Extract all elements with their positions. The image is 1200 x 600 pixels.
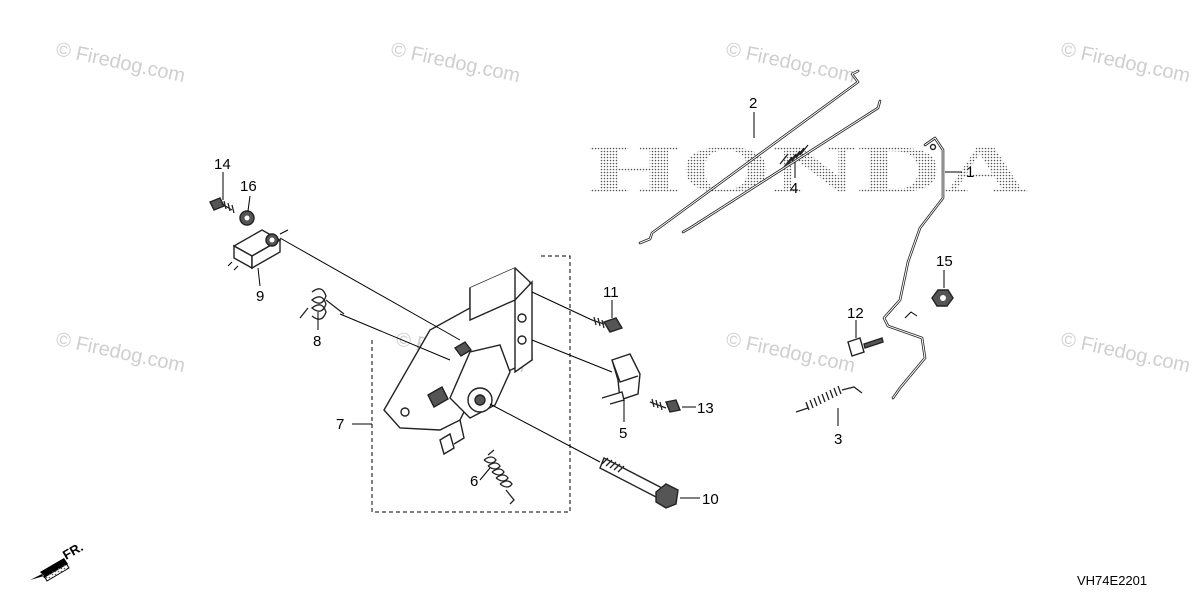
part-4-spring [779, 144, 809, 168]
watermarks: © Firedog.com © Firedog.com © Firedog.co… [54, 38, 1192, 377]
part-9-switch [227, 229, 289, 271]
callout-4: 4 [790, 180, 798, 197]
callout-10: 10 [702, 491, 719, 508]
callout-16: 16 [240, 178, 257, 195]
part-6-spring [483, 449, 515, 505]
callout-9: 9 [256, 288, 264, 305]
part-7-assembly [371, 255, 571, 513]
watermark: © Firedog.com [724, 38, 857, 87]
part-4-rod-with-spring [681, 99, 882, 234]
callout-1: 1 [966, 164, 974, 181]
callout-13: 13 [697, 400, 714, 417]
part-10-bolt [599, 457, 679, 509]
watermark: © Firedog.com [1059, 328, 1192, 377]
callouts: 1 2 3 4 5 6 7 8 9 10 11 12 13 14 15 16 [214, 95, 974, 508]
part-13-bolt [649, 398, 681, 413]
watermark: © Firedog.com [389, 38, 522, 87]
callout-3: 3 [834, 431, 842, 448]
part-14-bolt [209, 197, 235, 214]
part-12-bolt [847, 337, 884, 357]
callout-7: 7 [336, 416, 344, 433]
diagram-code: VH74E2201 [1077, 573, 1147, 588]
watermark: © Firedog.com [54, 38, 187, 87]
watermark: © Firedog.com [1059, 38, 1192, 87]
brand-logo: HONDA [588, 131, 1028, 207]
part-5-clip [601, 353, 641, 405]
callout-8: 8 [313, 333, 321, 350]
callout-12: 12 [847, 305, 864, 322]
watermark: © Firedog.com [724, 328, 857, 377]
leader-lines [222, 112, 962, 499]
part-8-spring [299, 288, 345, 320]
part-16-washer [239, 210, 255, 226]
callout-5: 5 [619, 425, 627, 442]
part-3-spring [795, 385, 863, 413]
part-11-bolt [591, 316, 624, 333]
callout-11: 11 [603, 284, 619, 301]
callout-2: 2 [749, 95, 757, 112]
part-1-lever [882, 136, 945, 400]
part-2-control-rod [638, 69, 860, 245]
part-15-nut [931, 289, 954, 307]
watermark: © Firedog.com [54, 328, 187, 377]
callout-14: 14 [214, 156, 231, 173]
callout-15: 15 [936, 253, 953, 270]
front-arrow-icon: FR. [30, 539, 86, 582]
callout-6: 6 [470, 473, 478, 490]
